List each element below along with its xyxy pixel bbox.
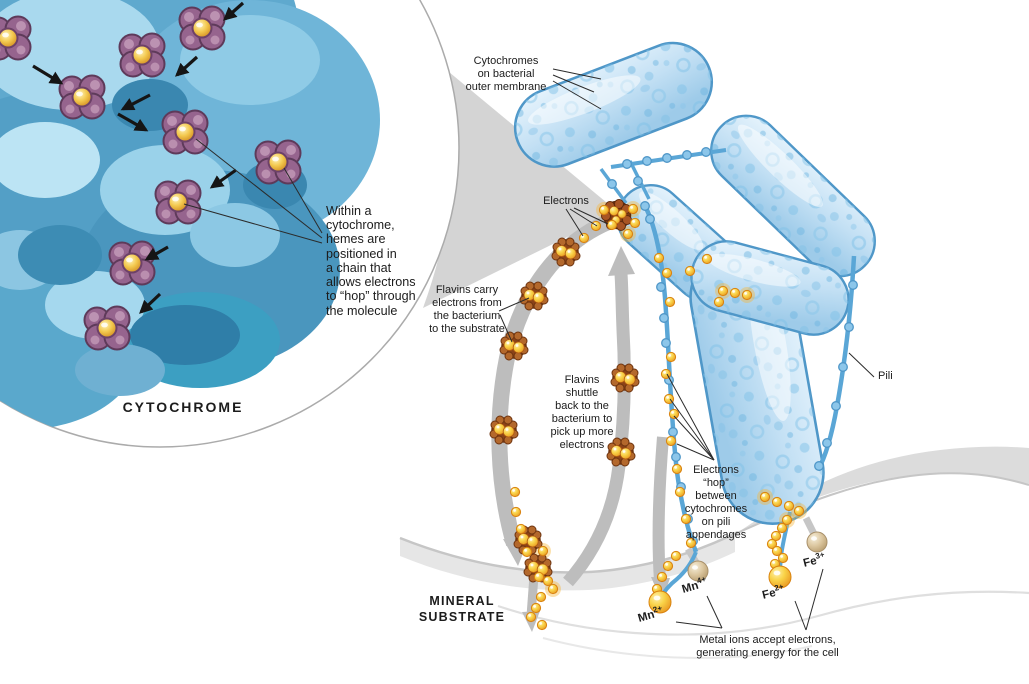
- cytochrome-title: CYTOCHROME: [122, 399, 244, 415]
- bacterium: [513, 41, 714, 168]
- shuttle-up-arrowhead: [608, 246, 635, 276]
- fe3-ion-sphere: [806, 531, 828, 553]
- bacterium: [710, 114, 876, 278]
- magnifier-cone: [423, 72, 618, 308]
- electrons-hop-label: Electrons “hop” between cytochromes on p…: [684, 464, 748, 541]
- inset-pointer-lines: [183, 138, 323, 244]
- cytochrome-note: Within a cytochrome, hemes are positione…: [326, 204, 416, 318]
- right-pilus: [816, 255, 857, 472]
- mineral-substrate-label: MINERAL SUBSTRATE: [418, 594, 506, 625]
- flavins-carry-label: Flavins carry electrons from the bacteri…: [429, 284, 505, 335]
- metal-ions-note: Metal ions accept electrons, generating …: [696, 634, 839, 659]
- electrons-label: Electrons: [543, 195, 589, 207]
- pili-label: Pili: [878, 370, 893, 382]
- bacteria-cluster: [513, 41, 876, 525]
- flavins-shuttle-label: Flavins shuttle back to the bacterium to…: [550, 374, 614, 451]
- cytochromes-membrane-label: Cytochromes on bacterial outer membrane: [465, 55, 547, 93]
- bacterium: [690, 240, 850, 336]
- cytochrome-inset: [0, 0, 460, 448]
- electron-hop-arrows: [32, 1, 245, 314]
- leader-lines: [498, 68, 875, 631]
